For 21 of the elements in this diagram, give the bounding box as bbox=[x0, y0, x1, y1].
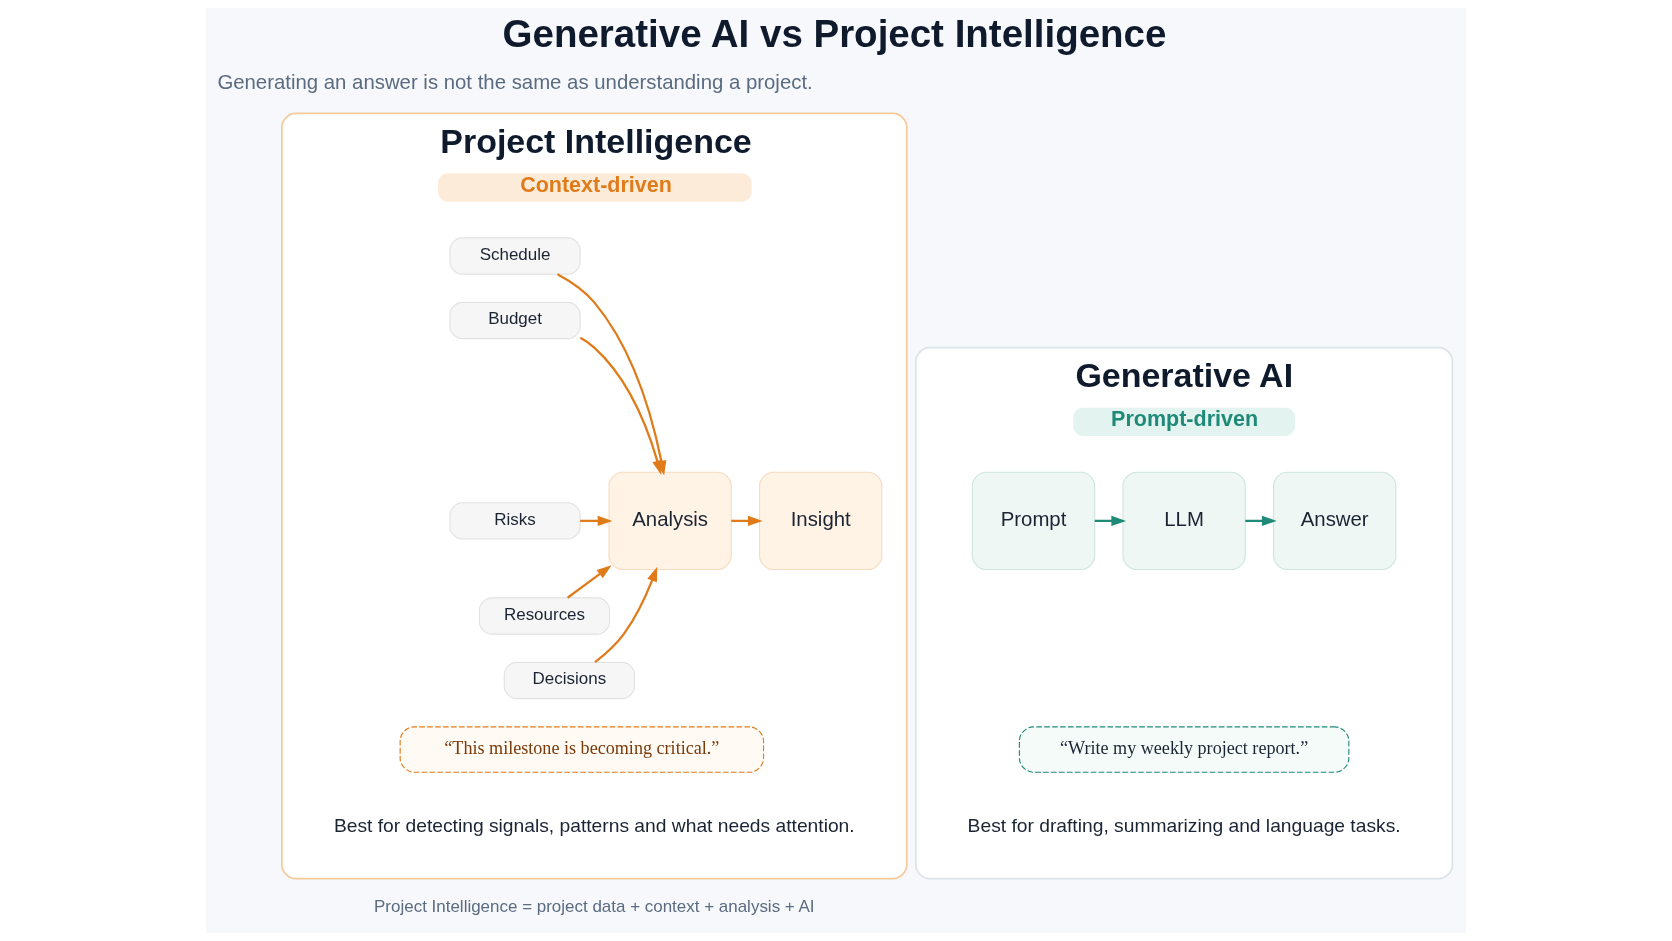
node-box: “This milestone is becoming critical.” bbox=[399, 726, 765, 773]
node-text: Best for detecting signals, patterns and what needs attention. bbox=[333, 814, 855, 836]
node-box: Resources bbox=[478, 597, 611, 635]
node-box: Analysis bbox=[608, 471, 732, 571]
node-box: Answer bbox=[1273, 471, 1397, 571]
label: Generating an answer is not the same as understanding a project. bbox=[217, 70, 813, 93]
arrow bbox=[566, 565, 612, 599]
node-box: “Write my weekly project report.” bbox=[1018, 726, 1350, 773]
arrow bbox=[594, 566, 658, 664]
node-box: LLM bbox=[1122, 471, 1246, 571]
node-box: Budget bbox=[449, 301, 581, 340]
node-box: Insight bbox=[759, 471, 883, 571]
node-box: Prompt bbox=[971, 471, 1096, 571]
arrow bbox=[580, 515, 613, 527]
node-box: Schedule bbox=[449, 237, 581, 275]
label: Project Intelligence = project data + context + analysis + AI bbox=[374, 897, 815, 917]
node-box: Risks bbox=[449, 502, 581, 540]
node-box: Decisions bbox=[503, 661, 636, 700]
diagram-title: Generative AI vs Project Intelligence bbox=[502, 11, 1167, 55]
node-text: Best for drafting, summarizing and language tasks. bbox=[967, 814, 1401, 836]
arrow bbox=[579, 336, 663, 476]
